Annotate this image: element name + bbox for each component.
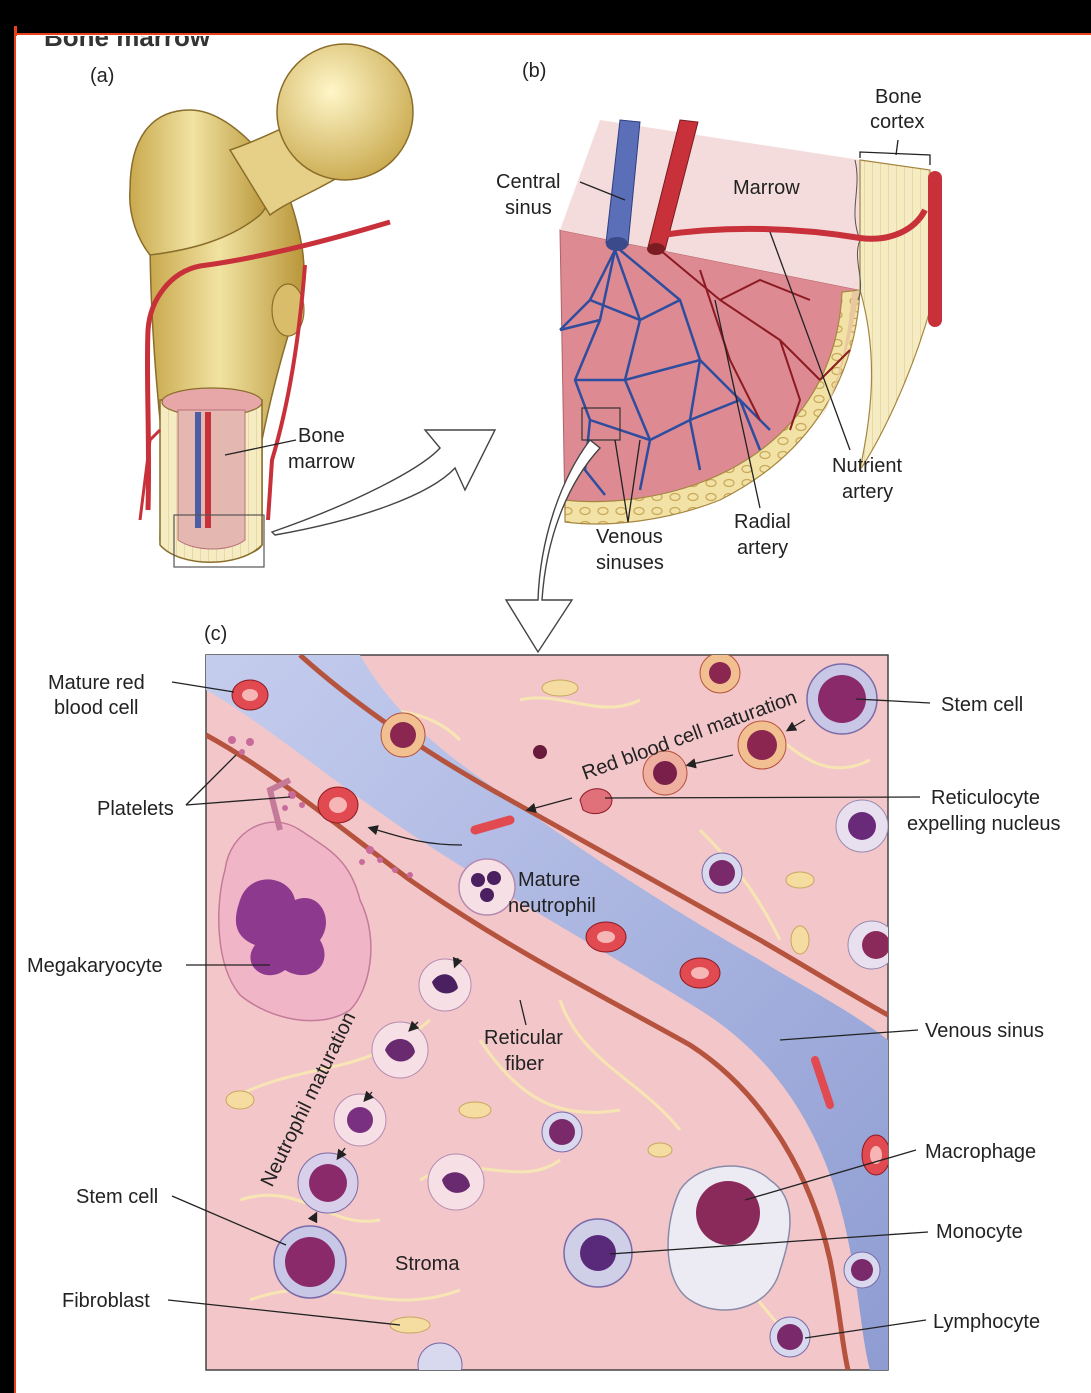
central-sinus-label-1: Central — [496, 171, 560, 193]
bone-cortex-label-2: cortex — [870, 111, 924, 133]
reticulocyte-label-2: expelling nucleus — [907, 813, 1060, 835]
central-sinus-opening — [606, 237, 628, 251]
platelets-label: Platelets — [97, 798, 174, 820]
marrow-cavity — [178, 410, 245, 549]
bone-marrow-label-2: marrow — [288, 451, 355, 473]
reticulocyte-label-1: Reticulocyte — [931, 787, 1040, 809]
central-sinus-label-2: sinus — [505, 197, 552, 219]
nutrient-artery-label-2: artery — [842, 481, 893, 503]
bone-cortex-label-1: Bone — [875, 86, 922, 108]
stroma-label: Stroma — [395, 1253, 460, 1275]
bone-marrow-label-1: Bone — [298, 425, 345, 447]
mature-rbc-label-1: Mature red — [48, 672, 145, 694]
granulocyte-right-1-nucleus — [848, 812, 876, 840]
radial-artery-label-2: artery — [737, 537, 788, 559]
stem-cell-left-label: Stem cell — [76, 1186, 158, 1208]
monocyte-label: Monocyte — [936, 1221, 1023, 1243]
macrophage-nucleus — [696, 1181, 760, 1245]
frame-corner-mark — [14, 26, 17, 36]
marrow-label-b: Marrow — [733, 177, 800, 199]
nutrient-artery-label-1: Nutrient — [832, 455, 902, 477]
reticulocyte — [580, 789, 612, 814]
panel-c-marrow-tissue: Red blood cell maturation Neutrophil mat… — [206, 653, 896, 1387]
mature-neutrophil — [459, 859, 515, 915]
fibroblast-label: Fibroblast — [62, 1290, 150, 1312]
panel-label-a: (a) — [90, 65, 114, 87]
venous-sinus-label: Venous sinus — [925, 1020, 1044, 1042]
mature-rbc-label-2: blood cell — [54, 697, 139, 719]
megakaryocyte-label: Megakaryocyte — [27, 955, 163, 977]
stem-cell-right-label: Stem cell — [941, 694, 1023, 716]
femur-head — [277, 44, 413, 180]
reticular-fiber-label-1: Reticular — [484, 1027, 563, 1049]
panel-label-b: (b) — [522, 60, 546, 82]
macrophage-label: Macrophage — [925, 1141, 1036, 1163]
reticular-fiber-label-2: fiber — [505, 1053, 544, 1075]
granulocyte-right-2-nucleus — [862, 931, 890, 959]
radial-artery-label-1: Radial — [734, 511, 791, 533]
venous-sinuses-label-1: Venous — [596, 526, 663, 548]
lymphocyte-label: Lymphocyte — [933, 1311, 1040, 1333]
mature-neutrophil-label-2: neutrophil — [508, 895, 596, 917]
mature-neutrophil-label-1: Mature — [518, 869, 580, 891]
stem-cell-left-nucleus — [285, 1237, 335, 1287]
panel-label-c: (c) — [204, 623, 227, 645]
venous-sinuses-label-2: sinuses — [596, 552, 664, 574]
expelled-nucleus — [533, 745, 547, 759]
monocyte-nucleus — [580, 1235, 616, 1271]
